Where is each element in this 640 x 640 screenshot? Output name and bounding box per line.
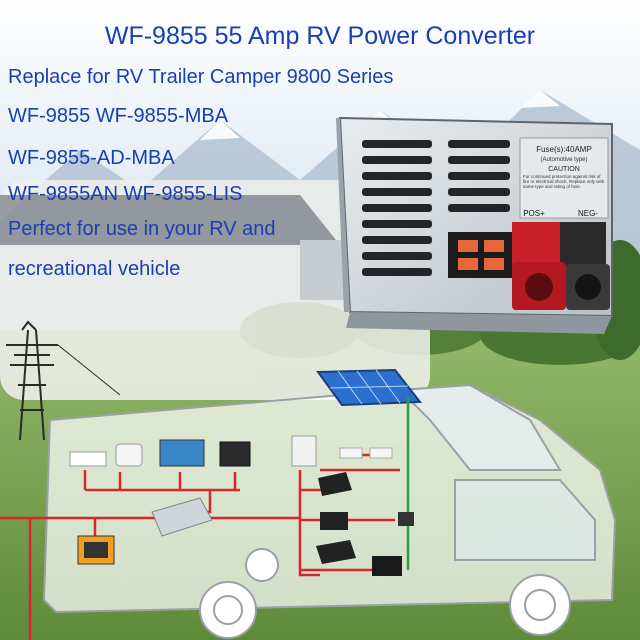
air-conditioner-icon <box>69 451 107 467</box>
water-heater-icon <box>115 443 143 467</box>
tv-icon <box>159 439 205 467</box>
microwave-icon <box>219 441 251 467</box>
inverter-device <box>151 497 213 537</box>
fuse-rating-text: Fuse(s):40AMP <box>536 145 592 154</box>
usage-line-1: Perfect for use in your RV and <box>8 218 276 240</box>
background-camper <box>0 180 430 400</box>
generator-icon <box>77 535 115 565</box>
neg-terminal-label: NEG- <box>578 209 598 218</box>
model-line-3: WF-9855AN WF-9855-LIS <box>8 183 243 205</box>
snow-caps <box>200 90 560 140</box>
model-line-2: WF-9855-AD-MBA <box>8 147 175 169</box>
product-title: WF-9855 55 Amp RV Power Converter <box>104 22 536 50</box>
fridge-icon <box>291 435 317 467</box>
charge-controller-icon <box>318 472 352 496</box>
power-tower-icon <box>6 320 121 441</box>
camper-diagram <box>42 383 617 639</box>
pos-terminal-label: POS+ <box>523 209 545 218</box>
compatibility-line: Replace for RV Trailer Camper 9800 Serie… <box>8 66 394 88</box>
converter-product <box>336 116 613 334</box>
light-icon <box>339 447 363 459</box>
converter-small-icon <box>320 512 348 530</box>
lamp-icon <box>369 447 393 459</box>
fuse-type-text: (Automotive type) <box>540 157 587 163</box>
caution-warning-text: For continued protection against risk of… <box>523 174 605 189</box>
battery-charger-icon <box>316 540 356 564</box>
caution-text: CAUTION <box>548 166 580 173</box>
usage-line-2: recreational vehicle <box>8 258 181 280</box>
battery-icon <box>372 512 414 576</box>
model-line-1: WF-9855 WF-9855-MBA <box>8 105 229 127</box>
appliance-row <box>69 435 393 467</box>
solar-panel-icon <box>316 368 422 407</box>
